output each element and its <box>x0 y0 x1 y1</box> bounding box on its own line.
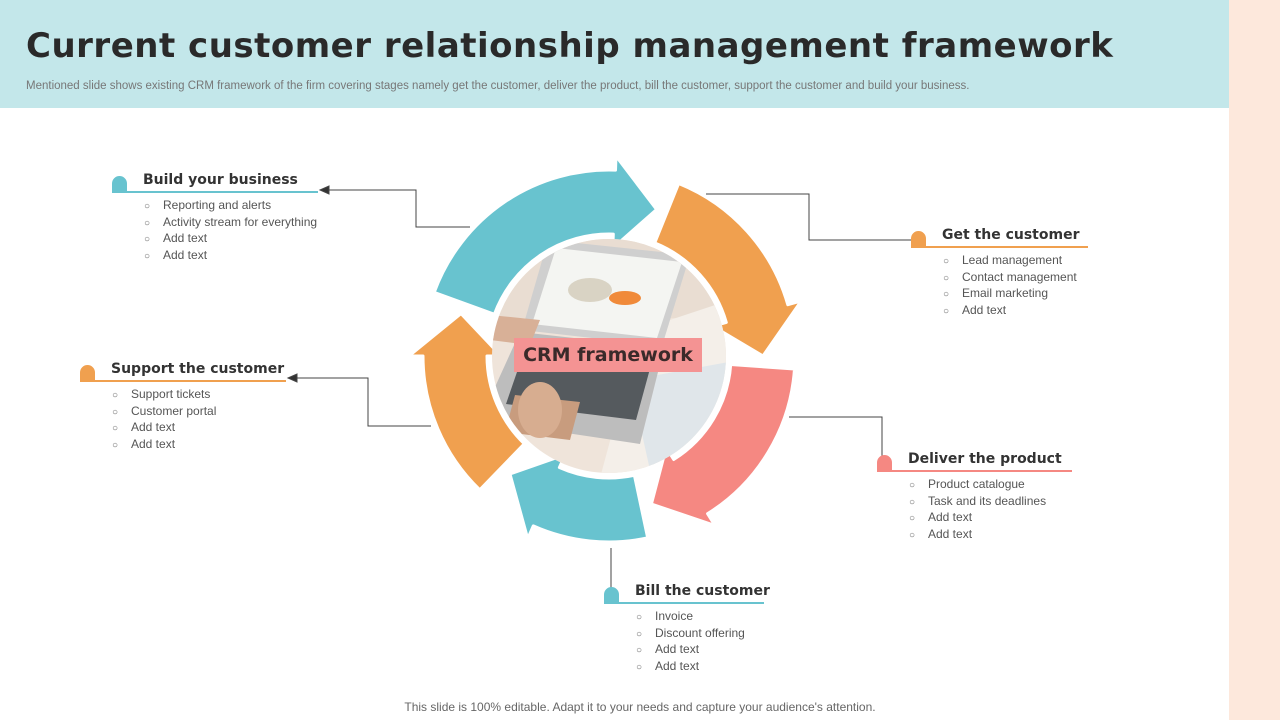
arrow-segment-bill <box>508 453 650 544</box>
stage-marker <box>80 365 95 380</box>
stage-underline <box>604 602 764 604</box>
side-strip <box>1229 0 1280 720</box>
list-item: ○Add text <box>636 658 700 673</box>
stage-title: Deliver the product <box>908 451 1062 467</box>
list-item: ○Add text <box>144 247 208 262</box>
arrow-segment-get <box>653 182 803 358</box>
list-item: ○Add text <box>112 436 176 451</box>
arrow-segment-build <box>432 154 659 316</box>
list-item: ○Add text <box>144 231 208 245</box>
page-subtitle: Mentioned slide shows existing CRM frame… <box>26 80 970 92</box>
list-item: ○Reporting and alerts <box>144 198 272 212</box>
stage-items: ○Product catalogue ○Task and its deadlin… <box>909 477 1046 543</box>
list-item: ○Discount offering <box>636 625 745 640</box>
arrow-build <box>318 185 330 195</box>
list-item: ○Add text <box>909 510 973 524</box>
arrow-segment-support <box>407 312 526 492</box>
list-item: ○Email marketing <box>943 286 1049 300</box>
connector-support <box>296 377 431 427</box>
list-item: ○Task and its deadlines <box>909 493 1047 508</box>
connector-get <box>706 193 912 241</box>
stage-title: Bill the customer <box>635 583 770 599</box>
list-item: ○Lead management <box>943 253 1063 267</box>
footer-note: This slide is 100% editable. Adapt it to… <box>404 700 876 714</box>
stage-title: Support the customer <box>111 361 285 377</box>
stage-items: ○Invoice ○Discount offering ○Add text ○A… <box>636 609 745 675</box>
stage-title: Build your business <box>143 172 298 188</box>
stage-underline <box>80 380 286 382</box>
list-item: ○Add text <box>943 302 1007 317</box>
stage-title: Get the customer <box>942 227 1080 243</box>
stage-items: ○Support tickets ○Customer portal ○Add t… <box>112 387 216 453</box>
stage-marker <box>911 231 926 246</box>
center-label: CRM framework <box>514 338 702 372</box>
list-item: ○Add text <box>636 642 700 656</box>
list-item: ○Invoice <box>636 609 694 623</box>
list-item: ○Contact management <box>943 269 1077 284</box>
connector-deliver <box>789 416 883 462</box>
stage-underline <box>911 246 1088 248</box>
stage-items: ○Reporting and alerts ○Activity stream f… <box>144 198 317 264</box>
cycle-arrows <box>407 154 803 544</box>
arrow-support <box>286 373 298 383</box>
header-band: Current customer relationship management… <box>0 0 1229 108</box>
stage-items: ○Lead management ○Contact management ○Em… <box>943 253 1077 319</box>
stage-marker <box>112 176 127 191</box>
list-item: ○Product catalogue <box>909 477 1025 491</box>
arrow-segment-deliver <box>649 363 796 528</box>
list-item: ○Support tickets <box>112 387 211 401</box>
list-item: ○Add text <box>909 526 973 541</box>
list-item: ○Customer portal <box>112 403 217 418</box>
stage-marker <box>877 455 892 470</box>
stage-marker <box>604 587 619 602</box>
stage-underline <box>112 191 318 193</box>
stage-underline <box>877 470 1072 472</box>
page-title: Current customer relationship management… <box>26 26 1114 66</box>
connector-lines <box>286 185 912 593</box>
connector-build <box>328 189 470 228</box>
list-item: ○Activity stream for everything <box>144 214 318 229</box>
list-item: ○Add text <box>112 420 176 434</box>
